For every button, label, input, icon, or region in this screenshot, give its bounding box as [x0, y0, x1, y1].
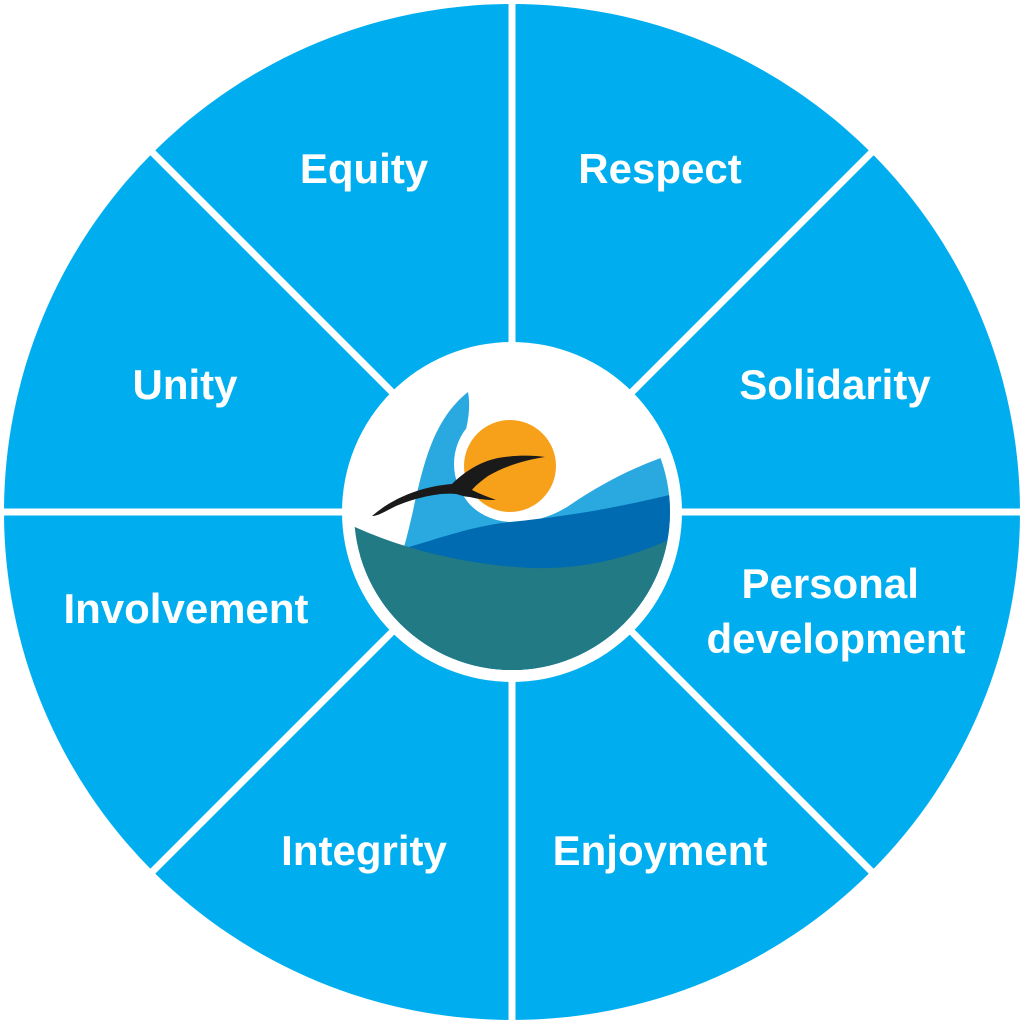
segment-label-integrity: Integrity: [281, 827, 447, 874]
seabird-over-waves-logo: [342, 342, 682, 682]
segment-label-involvement: Involvement: [63, 585, 308, 632]
segment-label-personal: Personal: [741, 560, 918, 607]
segment-label-development: development: [706, 615, 965, 662]
segment-labels: Equity Respect Unity Solidarity Involvem…: [63, 145, 965, 874]
segment-label-equity: Equity: [300, 145, 429, 192]
segment-label-personal-development: Personal development: [706, 560, 965, 662]
segment-label-unity: Unity: [133, 361, 239, 408]
bird-icon: [372, 455, 545, 516]
segment-label-respect: Respect: [578, 145, 741, 192]
segment-label-enjoyment: Enjoyment: [553, 827, 768, 874]
segment-label-solidarity: Solidarity: [739, 361, 931, 408]
emblem-sun: [464, 420, 556, 512]
